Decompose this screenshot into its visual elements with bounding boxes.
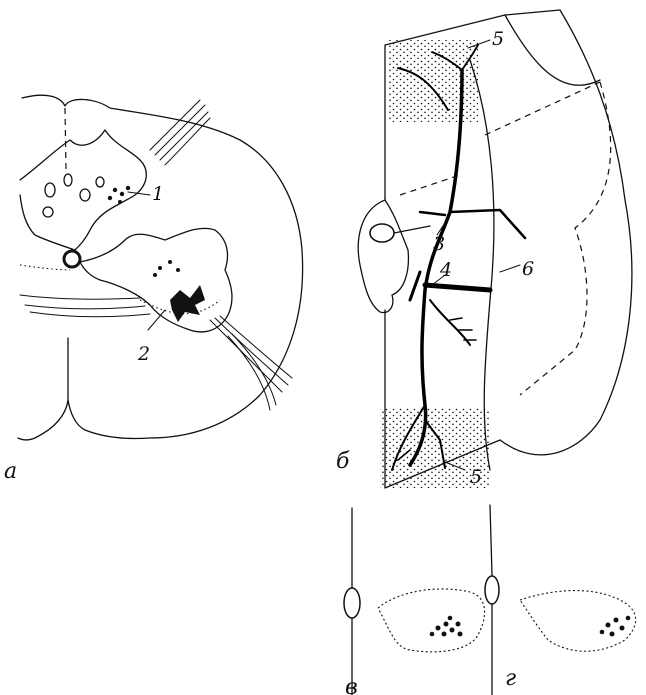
ventral-root-fibers bbox=[209, 315, 293, 411]
anterior-spinal-artery bbox=[391, 44, 527, 471]
panel-label-b: б bbox=[336, 449, 350, 474]
posterior-horn bbox=[19, 129, 147, 251]
panel-label-g: г bbox=[505, 666, 516, 691]
ganglion-stalk bbox=[393, 225, 431, 234]
anterior-cell-group bbox=[153, 260, 205, 322]
spinal-ganglion bbox=[369, 223, 395, 243]
anterior-horn bbox=[79, 227, 233, 333]
label-2: 2 bbox=[137, 343, 150, 365]
commissural-fibers bbox=[19, 294, 151, 318]
cut-surface-edge bbox=[499, 9, 633, 456]
leader-3 bbox=[436, 217, 449, 236]
panel-b-cord-segment bbox=[357, 9, 633, 489]
leader-5-top bbox=[467, 39, 491, 49]
leader-2 bbox=[147, 309, 166, 331]
posterior-cell-group bbox=[42, 173, 131, 218]
posterior-fissure bbox=[64, 107, 67, 171]
fiber-node-g bbox=[484, 575, 500, 605]
central-canal bbox=[62, 249, 82, 269]
gray-boundary bbox=[19, 264, 221, 315]
panel-label-a: а bbox=[4, 459, 17, 484]
leader-1 bbox=[127, 191, 151, 196]
leader-6 bbox=[499, 264, 521, 273]
leader-5-bottom bbox=[444, 461, 466, 471]
stippled-bottom bbox=[380, 408, 490, 488]
label-4: 4 bbox=[439, 259, 452, 281]
root-flap bbox=[357, 199, 410, 314]
leader-4 bbox=[431, 274, 446, 286]
label-6: 6 bbox=[522, 258, 534, 280]
cell-outline-g bbox=[519, 589, 637, 652]
panel-a-spinal-cord-section bbox=[17, 94, 304, 441]
cell-outline-v bbox=[377, 588, 486, 653]
nucleus-granules-g bbox=[599, 615, 631, 637]
fiber-node-v bbox=[343, 587, 361, 619]
panel-label-v: в bbox=[345, 675, 358, 695]
sectional-line-2 bbox=[399, 174, 461, 196]
nucleus-granules-v bbox=[429, 615, 463, 637]
label-5-bottom: 5 bbox=[470, 466, 482, 488]
label-3: 3 bbox=[433, 233, 445, 255]
panel-v-neuron bbox=[343, 507, 486, 695]
dorsal-root-fibers bbox=[149, 99, 211, 166]
nerve-fiber-g bbox=[489, 504, 493, 695]
panel-g-neuron bbox=[484, 504, 637, 695]
label-5-top: 5 bbox=[492, 28, 504, 50]
sectional-outline bbox=[484, 81, 612, 396]
label-1: 1 bbox=[152, 183, 164, 205]
